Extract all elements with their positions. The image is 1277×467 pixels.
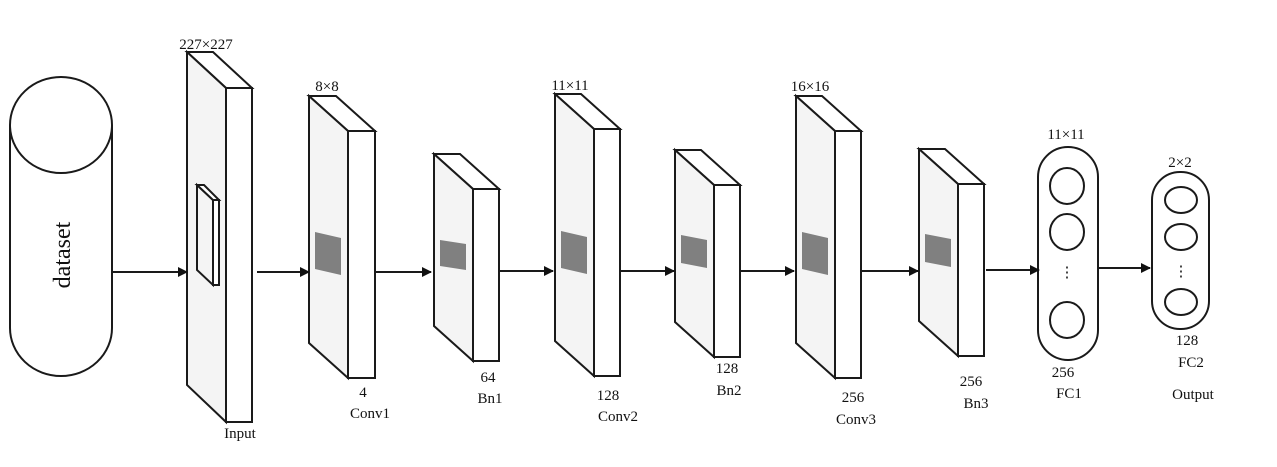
input-size-label: 227×227 bbox=[179, 37, 233, 53]
fc1-neuron bbox=[1049, 213, 1085, 251]
fc2-layer-pill: ⋮ 2×2 128 FC2 bbox=[1151, 155, 1210, 371]
bn3-channels-label: 256 bbox=[960, 374, 983, 390]
conv1-name-label: Conv1 bbox=[350, 406, 390, 422]
conv3-name-label: Conv3 bbox=[836, 412, 876, 428]
bn3-name-label: Bn3 bbox=[963, 396, 988, 412]
fc2-ellipsis: ⋮ bbox=[1174, 264, 1189, 280]
fc1-units-label: 256 bbox=[1052, 365, 1075, 381]
dataset-label: dataset bbox=[50, 221, 76, 288]
conv1-feature-patch bbox=[315, 232, 341, 275]
fc1-layer-pill: ⋮ 11×11 256 FC1 bbox=[1037, 127, 1099, 402]
input-layer-block: 227×227 Input bbox=[179, 37, 256, 442]
conv3-layer-block: 16×16 256 Conv3 bbox=[791, 79, 876, 428]
input-kernel-window bbox=[196, 182, 214, 288]
bn2-name-label: Bn2 bbox=[716, 383, 741, 399]
fc1-size-label: 11×11 bbox=[1047, 127, 1084, 143]
bn1-name-label: Bn1 bbox=[477, 391, 502, 407]
bn2-channels-label: 128 bbox=[716, 361, 739, 377]
conv2-channels-label: 128 bbox=[597, 388, 620, 404]
conv2-size-label: 11×11 bbox=[551, 78, 588, 94]
fc2-units-label: 128 bbox=[1176, 333, 1199, 349]
fc1-neuron bbox=[1049, 301, 1085, 339]
bn2-layer-block: 128 Bn2 bbox=[672, 147, 743, 399]
fc1-neuron bbox=[1049, 167, 1085, 205]
conv1-channels-label: 4 bbox=[359, 385, 367, 401]
fc1-name-label: FC1 bbox=[1056, 386, 1082, 402]
dataset-cylinder: dataset bbox=[9, 76, 113, 377]
conv2-name-label: Conv2 bbox=[598, 409, 638, 425]
fc2-neuron bbox=[1164, 186, 1198, 214]
conv1-size-label: 8×8 bbox=[315, 79, 338, 95]
bn3-feature-patch bbox=[925, 234, 951, 267]
conv3-size-label: 16×16 bbox=[791, 79, 830, 95]
fc2-name-label: FC2 bbox=[1178, 355, 1204, 371]
fc2-neuron bbox=[1164, 288, 1198, 316]
output-label: Output bbox=[1172, 387, 1215, 403]
input-name-label: Input bbox=[224, 426, 256, 442]
conv3-channels-label: 256 bbox=[842, 390, 865, 406]
conv2-feature-patch bbox=[561, 231, 587, 274]
conv2-layer-block: 11×11 128 Conv2 bbox=[551, 78, 638, 425]
fc2-neuron bbox=[1164, 223, 1198, 251]
bn3-layer-block: 256 Bn3 bbox=[916, 146, 989, 412]
fc2-size-label: 2×2 bbox=[1168, 155, 1191, 171]
conv1-layer-block: 8×8 4 Conv1 bbox=[306, 79, 390, 422]
bn1-feature-patch bbox=[440, 240, 466, 270]
conv3-feature-patch bbox=[802, 232, 828, 275]
bn2-feature-patch bbox=[681, 235, 707, 268]
bn1-channels-label: 64 bbox=[481, 370, 497, 386]
fc1-ellipsis: ⋮ bbox=[1060, 265, 1075, 281]
bn1-layer-block: 64 Bn1 bbox=[431, 151, 503, 407]
flow-arrows bbox=[113, 263, 1151, 277]
